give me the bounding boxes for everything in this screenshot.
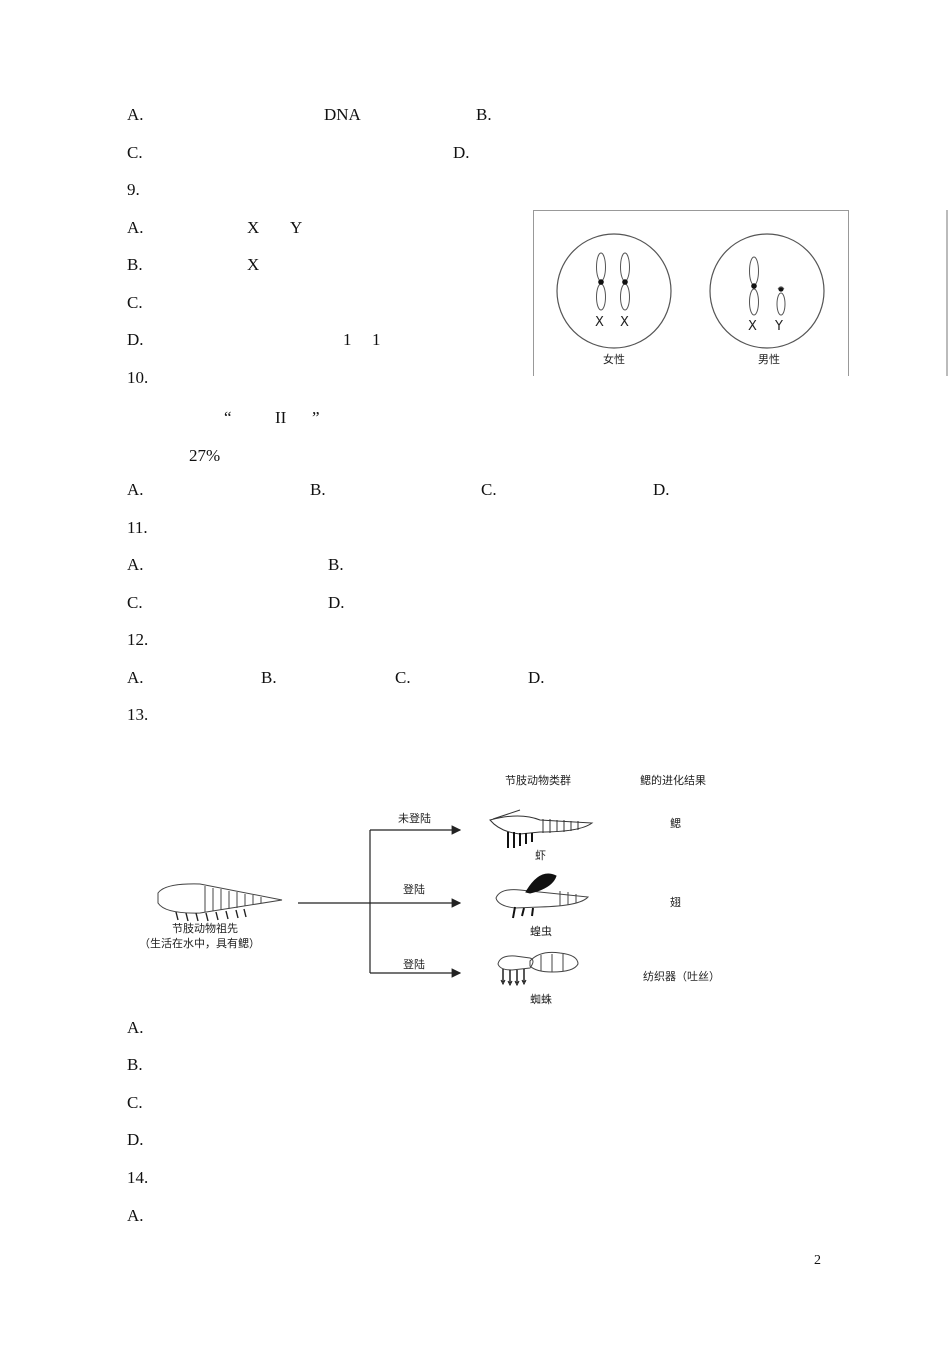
q9-option-c: C.	[127, 293, 143, 312]
q11-option-a: A.	[127, 555, 144, 574]
q8-option-b: B.	[476, 105, 492, 124]
female-cell	[556, 233, 672, 349]
q12-option-d: D.	[528, 668, 545, 687]
branch-1-path-label: 未登陆	[398, 812, 431, 825]
shrimp-drawing	[489, 809, 594, 848]
chromosome-figure: X X X Y 女性 男性	[533, 210, 849, 376]
branch-2-path-label: 登陆	[403, 883, 425, 896]
q8-option-a-dna: DNA	[324, 105, 361, 124]
page-number: 2	[814, 1253, 821, 1268]
q10-percent: 27%	[189, 446, 221, 465]
q13-option-d: D.	[127, 1130, 144, 1149]
q11-option-b: B.	[328, 555, 344, 574]
female-x-chromosome-1	[596, 252, 606, 311]
q8-option-d: D.	[453, 143, 470, 162]
male-y-chromosome	[776, 286, 786, 316]
page-edge-mark	[946, 210, 948, 376]
female-label: 女性	[603, 353, 625, 366]
chromosome-diagram	[556, 233, 825, 349]
q10-option-b: B.	[310, 480, 326, 499]
q14-option-a: A.	[127, 1206, 144, 1225]
q9-option-a-y: Y	[290, 218, 303, 237]
branch-1-result-label: 鳃	[670, 817, 681, 830]
q13-option-a: A.	[127, 1018, 144, 1037]
q12-number: 12.	[127, 630, 149, 649]
q10-close-quote: ”	[312, 408, 320, 427]
column-header-result: 鳃的进化结果	[640, 774, 706, 787]
q9-number: 9.	[127, 180, 140, 199]
q12-option-a: A.	[127, 668, 144, 687]
male-chromosome-x-label: X	[748, 319, 757, 334]
branch-3-path-label: 登陆	[403, 958, 425, 971]
ancestor-label-2: （生活在水中，具有鳃）	[139, 937, 260, 950]
ancestor-drawing	[157, 883, 283, 922]
q11-number: 11.	[127, 518, 148, 537]
branch-3-animal-label: 蜘蛛	[530, 993, 552, 1006]
q10-option-a: A.	[127, 480, 144, 499]
q10-roman-two: II	[275, 408, 287, 427]
female-chromosome-2-label: X	[620, 315, 629, 330]
q8-option-a: A.	[127, 105, 144, 124]
male-chromosome-y-label: Y	[775, 319, 783, 334]
q9-option-a-x: X	[247, 218, 260, 237]
q9-option-d-ratio-1: 1	[343, 330, 352, 349]
branch-3-result-label: 纺织器（吐丝）	[643, 970, 720, 983]
male-x-chromosome	[749, 256, 759, 316]
q14-number: 14.	[127, 1168, 149, 1187]
spider-drawing	[497, 951, 579, 987]
ancestor-label-1: 节肢动物祖先	[172, 922, 238, 935]
q13-option-b: B.	[127, 1055, 143, 1074]
q13-option-c: C.	[127, 1093, 143, 1112]
q9-option-b: B.	[127, 255, 143, 274]
q10-number: 10.	[127, 368, 149, 387]
male-cell	[709, 233, 825, 349]
q12-option-b: B.	[261, 668, 277, 687]
q9-option-b-x: X	[247, 255, 260, 274]
q9-option-d: D.	[127, 330, 144, 349]
q10-open-quote: “	[224, 408, 232, 427]
q11-option-d: D.	[328, 593, 345, 612]
q12-option-c: C.	[395, 668, 411, 687]
branch-2-result-label: 翅	[670, 896, 681, 909]
branch-1-animal-label: 虾	[535, 849, 546, 862]
female-x-chromosome-2	[620, 252, 630, 311]
q10-option-d: D.	[653, 480, 670, 499]
q11-option-c: C.	[127, 593, 143, 612]
q9-option-a: A.	[127, 218, 144, 237]
locust-drawing	[495, 873, 590, 919]
branch-2-animal-label: 蝗虫	[530, 925, 552, 938]
column-header-group: 节肢动物类群	[505, 774, 571, 787]
q8-option-c: C.	[127, 143, 143, 162]
q9-option-d-ratio-2: 1	[372, 330, 381, 349]
female-chromosome-1-label: X	[595, 315, 604, 330]
q13-number: 13.	[127, 705, 149, 724]
q10-option-c: C.	[481, 480, 497, 499]
male-label: 男性	[758, 353, 780, 366]
